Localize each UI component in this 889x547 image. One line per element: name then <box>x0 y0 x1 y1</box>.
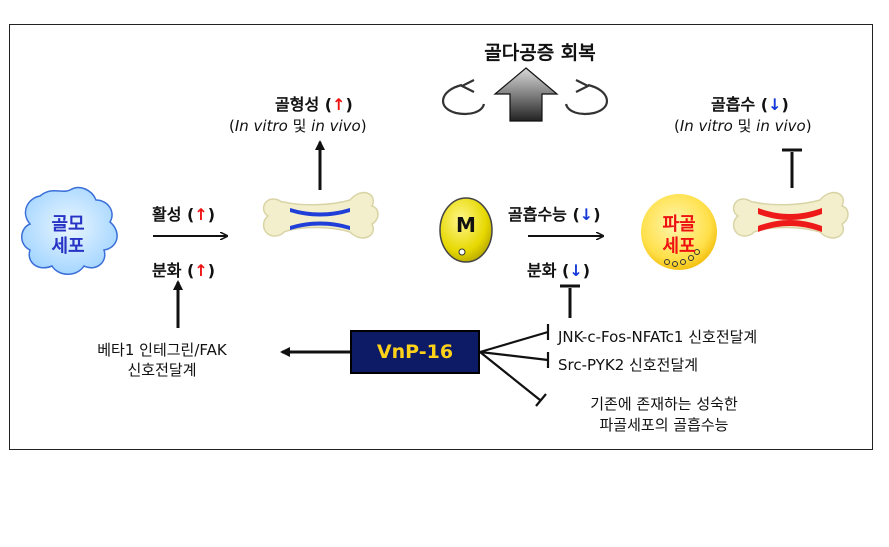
up-arrow-icon: ↑ <box>332 95 346 114</box>
page-title: 골다공증 회복 <box>484 42 596 64</box>
monocyte-label: M <box>456 213 476 237</box>
resorption-ability-label: 골흡수능 (↓) <box>508 205 601 224</box>
up-arrow-icon: ↑ <box>194 261 208 280</box>
resorption-sub-label: (In vitro 및 in vivo) <box>674 117 812 135</box>
up-arrow-icon: ↑ <box>194 205 208 224</box>
activity-text: 활성 <box>152 205 182 224</box>
bone-formation-text: 골형성 <box>275 95 320 114</box>
integrin-pathway-label: 베타1 인테그린/FAK 신호전달계 <box>97 340 227 380</box>
activity-label: 활성 (↑) <box>152 205 216 224</box>
osteoblast-label: 골모 세포 <box>51 214 84 258</box>
diff-label-left: 분화 (↑) <box>152 261 216 280</box>
down-arrow-icon: ↓ <box>768 95 782 114</box>
diff-text-left: 분화 <box>152 261 182 280</box>
osteoclast-cell <box>641 194 717 270</box>
osteoblast-cell <box>21 186 118 275</box>
down-arrow-icon: ↓ <box>579 205 594 224</box>
integrin-pathway-line2: 신호전달계 <box>127 361 197 379</box>
osteoclast-label-line1: 파골 <box>662 214 696 235</box>
bone-resorption-icon <box>732 191 849 239</box>
inhibit-fan <box>479 324 550 407</box>
pathway-src: Src-PYK2 신호전달계 <box>558 356 699 374</box>
cycle-arrow-right <box>564 79 608 116</box>
down-arrow-icon: ↓ <box>569 261 583 280</box>
osteoclast-label: 파골 세포 <box>662 214 695 258</box>
bone-resorption-text: 골흡수 <box>711 95 756 114</box>
formation-sub-label: (In vitro 및 in vivo) <box>229 117 367 135</box>
inhibit-bone-resorption <box>782 148 802 188</box>
mature-osteoclast-line1: 기존에 존재하는 성숙한 <box>590 395 738 413</box>
integrin-pathway-line1: 베타1 인테그린/FAK <box>97 341 227 359</box>
pathway-mature-osteoclast: 기존에 존재하는 성숙한 파골세포의 골흡수능 <box>590 394 738 436</box>
in-vivo-text: in vivo <box>311 117 361 135</box>
diff-text-right: 분화 <box>527 261 557 280</box>
inhibit-differentiation <box>560 284 580 318</box>
diff-label-right: 분화 (↓) <box>527 261 591 280</box>
bone-formation-label: 골형성 (↑) <box>275 95 353 114</box>
recovery-arrow <box>493 67 559 122</box>
osteoblast-label-line2: 세포 <box>51 236 85 257</box>
cycle-arrow-left <box>442 79 486 116</box>
pathway-jnk: JNK-c-Fos-NFATc1 신호전달계 <box>558 328 758 346</box>
mature-osteoclast-line2: 파골세포의 골흡수능 <box>599 416 729 434</box>
osteoblast-label-line1: 골모 <box>51 214 85 235</box>
bone-formation-icon <box>262 191 379 239</box>
monocyte-cell <box>439 197 493 263</box>
resorption-ability-text: 골흡수능 <box>508 205 567 224</box>
osteoclast-label-line2: 세포 <box>662 236 696 257</box>
bone-resorption-label: 골흡수 (↓) <box>711 95 789 114</box>
vnp16-box: VnP-16 <box>350 330 480 374</box>
in-vitro-text: In vitro <box>234 117 288 135</box>
